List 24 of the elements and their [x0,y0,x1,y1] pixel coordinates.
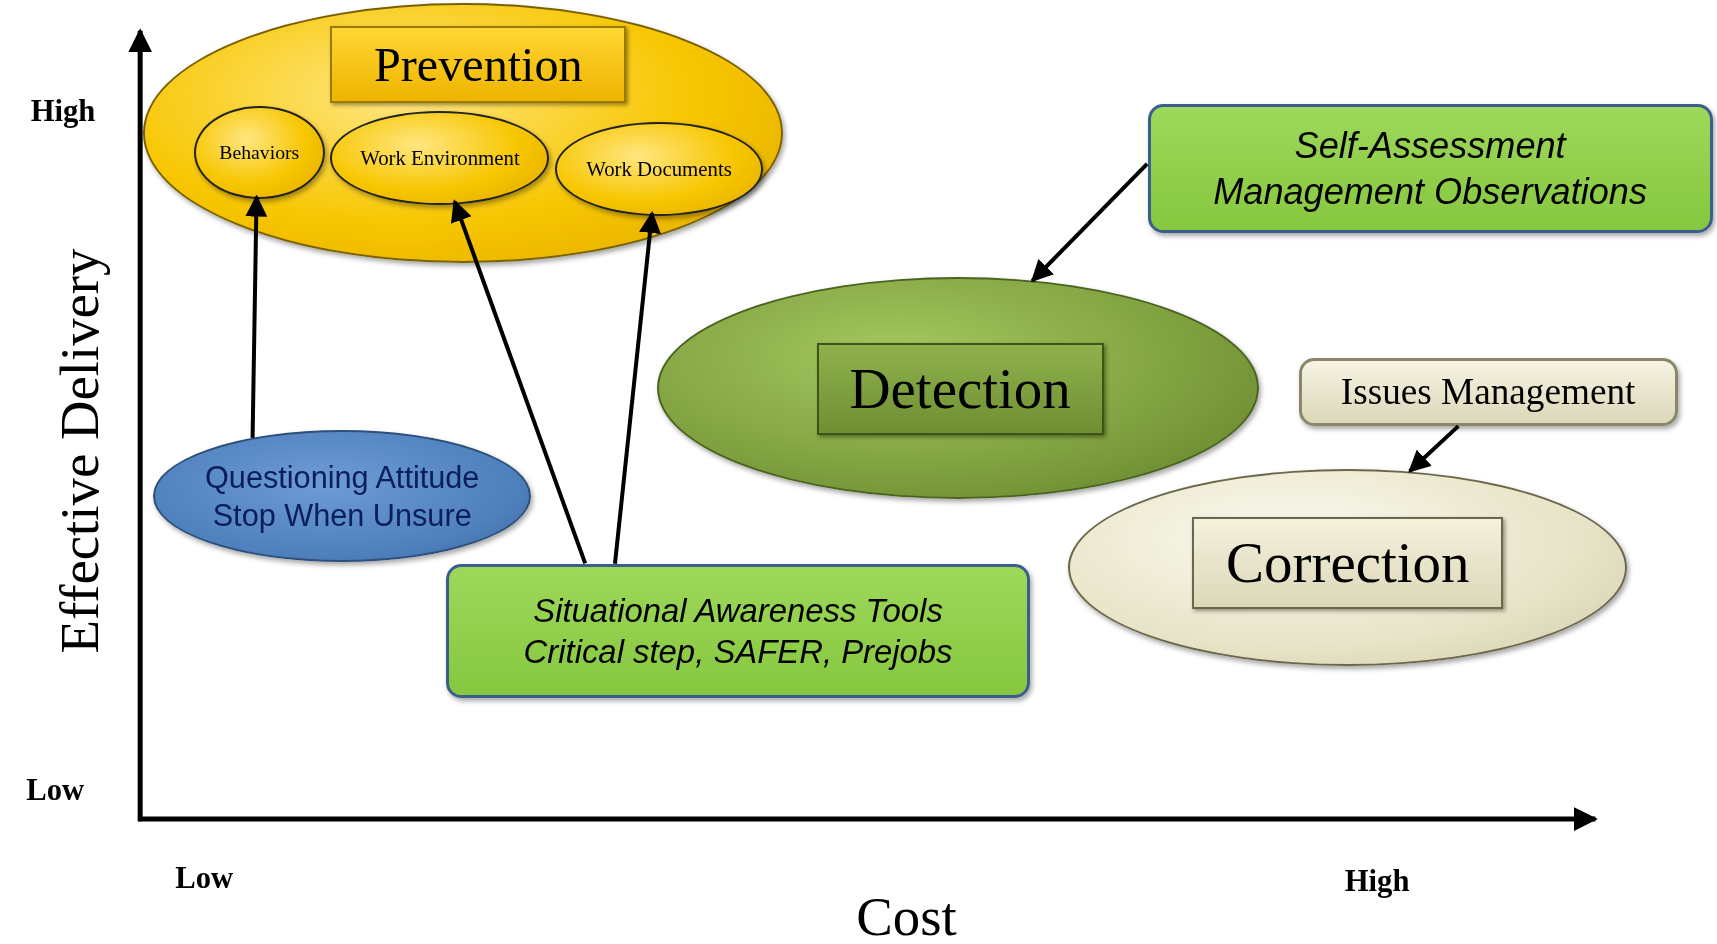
node-text: Behaviors [219,140,300,165]
node-text: Self-Assessment Management Observations [1212,124,1648,214]
note-box [445,563,1031,698]
node-text: Work Documents [586,155,732,182]
node-text: Questioning Attitude Stop When Unsure [204,458,481,535]
heading-box: Correction [1192,516,1504,609]
axis-tick-label: High [30,94,96,130]
axis-title: Effective Delivery [47,248,111,654]
arrow [613,210,661,565]
axis-tick-label: Low [26,773,85,809]
arrow [1408,424,1460,473]
note-box [1298,358,1678,426]
axis-title: Cost [856,884,957,944]
node-text: Issues Management [1340,369,1636,414]
axis-tick-label: Low [175,860,234,896]
heading-box: Detection [816,342,1104,435]
heading-box: Prevention [330,26,627,103]
arrow [450,199,588,565]
arrow [245,194,268,438]
node-text: Situational Awareness Tools Critical step, SAFER, Prejobs [522,590,954,672]
arrow [1030,162,1149,283]
note-box [1147,104,1713,234]
node-text: Work Environment [360,145,520,171]
axis-tick-label: High [1344,863,1410,899]
